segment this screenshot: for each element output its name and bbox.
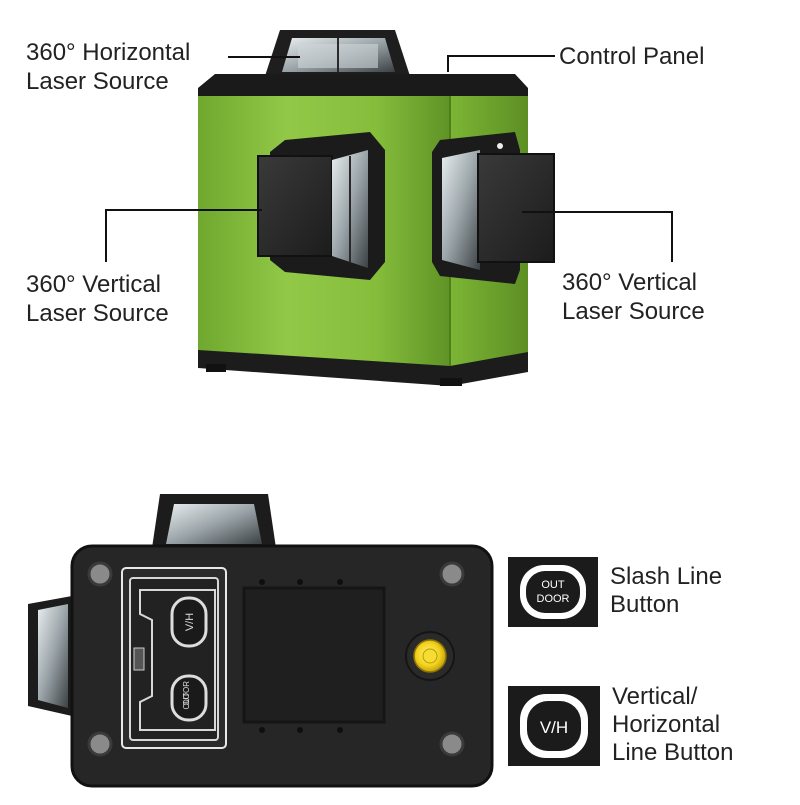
callout-horizontal-laser-source: 360° Horizontal Laser Source (26, 38, 190, 96)
callout-vertical-laser-left: 360° Vertical Laser Source (26, 270, 169, 328)
panel-vh-key-label: V/H (184, 613, 196, 631)
vh-caption-line3: Line Button (612, 739, 734, 766)
outdoor-icon-bottom: DOOR (537, 593, 570, 605)
callout-control-panel: Control Panel (559, 43, 705, 70)
corner-screws (87, 561, 465, 757)
control-panel-lid (198, 74, 528, 98)
callout-vertical-laser-right: 360° Vertical Laser Source (562, 268, 705, 326)
vh-button-icon: V/H (508, 686, 600, 766)
laser-level-body (198, 30, 555, 386)
outdoor-caption-line1: Slash Line (610, 563, 723, 590)
left-vertical-laser-module (257, 132, 385, 280)
callout-horizontal-line2: Laser Source (26, 68, 169, 95)
vh-icon-text: V/H (540, 718, 568, 737)
callout-vertical-left-line2: Laser Source (26, 300, 169, 327)
panel-vh-key[interactable]: V/H (170, 596, 208, 648)
right-vertical-laser-module (432, 132, 555, 284)
outdoor-icon-top: OUT (541, 579, 565, 591)
callout-lines-top (105, 55, 673, 262)
callout-vertical-right-line2: Laser Source (562, 298, 705, 325)
callout-horizontal-line1: 360° Horizontal (26, 39, 191, 66)
power-indicator (405, 631, 455, 681)
vh-caption-line2: Horizontal (612, 711, 721, 738)
vh-caption-line1: Vertical/ (612, 683, 698, 710)
horizontal-laser-window (265, 30, 410, 76)
callout-line-vertical-right (522, 211, 673, 262)
outdoor-caption-line2: Button (610, 591, 680, 618)
outdoor-button-icon: OUT DOOR (508, 557, 598, 627)
callout-line-control-panel (447, 55, 555, 72)
panel-outdoor-key-bottom: DOOR (182, 681, 191, 705)
key-panel (121, 567, 227, 749)
callout-vertical-left-line1: 360° Vertical (26, 271, 162, 298)
battery-cover (242, 586, 386, 724)
callout-vertical-right-line1: 360° Vertical (562, 269, 698, 296)
panel-outdoor-key-top: OUT (182, 692, 191, 709)
vh-button-caption: Vertical/ Horizontal Line Button (612, 683, 733, 767)
panel-outdoor-key[interactable]: OUT DOOR (170, 674, 208, 722)
outdoor-button-caption: Slash Line Button (610, 563, 722, 619)
callout-line-vertical-left (105, 209, 262, 262)
